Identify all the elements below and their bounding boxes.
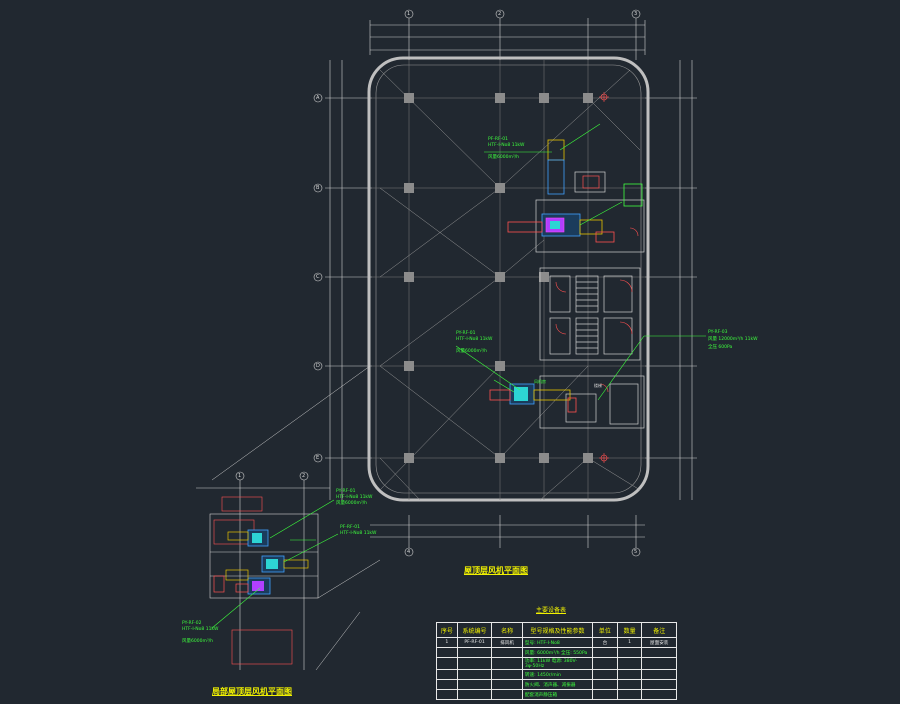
column-header: 序号 [436,622,458,638]
grid-label-top-2: 2 [498,11,502,17]
grid-label-left-c: C [316,274,320,280]
table-row: 1 PF-RF-01 排风机 型号: HTF-I-No8 台 1 屋面安装 [436,637,677,648]
grid-label-left-d: D [316,363,320,369]
grid-bubbles [313,9,641,557]
grid-label-top-1: 1 [407,11,411,17]
detail-plan-title: 局部屋顶层风机平面图 [212,687,292,696]
detail-ducts [213,529,309,595]
detail-grid-label-1: 1 [238,473,242,479]
row-qty: 1 [616,637,643,648]
row-spec-line: 配套消声静压箱 [521,689,594,700]
detail-plan [196,471,330,670]
grid-label-bottom-1: 4 [407,549,411,555]
row-index: 1 [436,637,458,648]
door-swings [555,227,639,393]
grid-label-left-e: E [316,455,320,461]
detail-callout-lines [211,365,381,671]
grid-label-left-a: A [316,95,320,101]
top-dimension-lines [325,18,697,548]
room-label: 楼梯 [594,383,602,388]
row-name: 排风机 [491,637,523,648]
table-row: 风量: 6000m³/h 全压: 550Pa [436,647,677,658]
room-label-2: 风机房 [534,379,546,384]
leader-lines [455,123,706,401]
table-row: 功率: 11kW 电源: 380V-3φ-50Hz [436,657,677,670]
row-system: PF-RF-01 [456,637,493,648]
column-header: 单位 [592,622,618,638]
roof-slope-lines [379,69,641,501]
row-spec-line: 功率: 11kW 电源: 380V-3φ-50Hz [521,657,594,670]
row-spec-line: 型号: HTF-I-No8 [521,637,594,648]
column-header: 名称 [491,622,523,638]
detail-leaders [211,499,339,629]
main-plan-title: 屋顶层风机平面图 [464,566,528,575]
equipment-table: 序号 系统编号 名称 型号规格及性能参数 单位 数量 备注 1 PF-RF-01… [436,622,677,700]
building-outline [367,56,650,502]
column-header: 备注 [641,622,677,638]
table-row: 配套消声静压箱 [436,689,677,700]
table-header-row: 序号 系统编号 名称 型号规格及性能参数 单位 数量 备注 [436,622,677,638]
row-unit: 台 [592,637,618,648]
equipment-table-title: 主要设备表 [536,607,567,614]
row-spec-line: 转速: 1450r/min [521,669,594,680]
drain-marks [599,92,609,463]
columns [404,93,593,463]
table-row: 防火阀、消声器、减振器 [436,679,677,690]
row-spec-line: 防火阀、消声器、减振器 [521,679,594,690]
detail-grid-label-2: 2 [302,473,306,479]
duct-lower [489,383,577,413]
column-header: 系统编号 [456,622,493,638]
row-remark: 屋面安装 [641,637,677,648]
grid-label-bottom-2: 5 [634,549,638,555]
grid-label-left-b: B [316,185,320,191]
table-row: 转速: 1450r/min [436,669,677,680]
column-header: 型号规格及性能参数 [521,622,594,638]
column-header: 数量 [616,622,643,638]
grid-label-top-3: 3 [634,11,638,17]
stair-core [535,171,645,429]
row-spec-line: 风量: 6000m³/h 全压: 550Pa [521,647,594,658]
